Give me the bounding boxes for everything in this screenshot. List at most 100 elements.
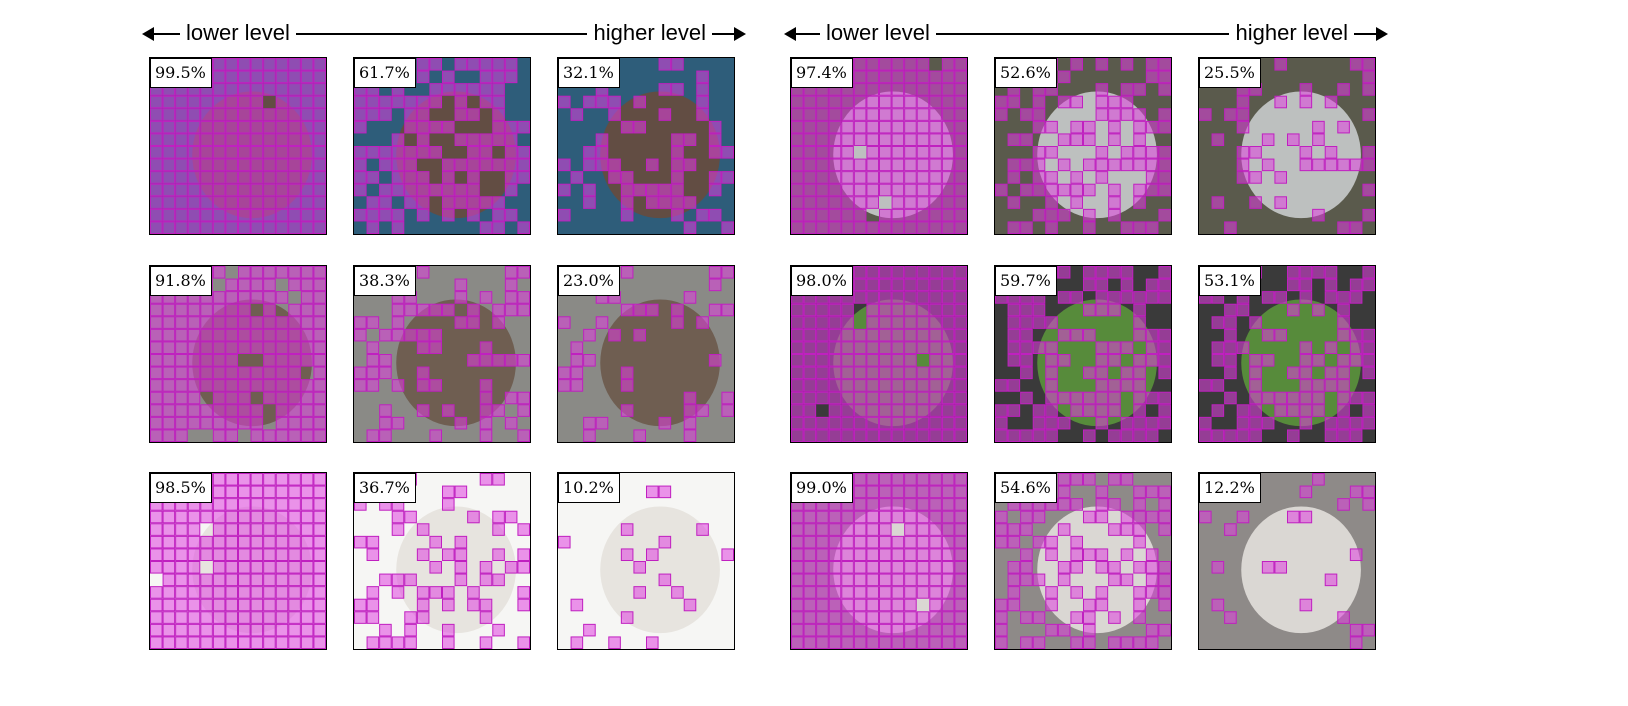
mask-patch: [1007, 523, 1021, 536]
mask-patch: [791, 523, 804, 536]
mask-patch: [904, 561, 917, 574]
mask-patch: [275, 535, 289, 549]
mask-patch: [879, 548, 892, 562]
mask-patch: [879, 485, 892, 499]
mask-patch: [696, 70, 709, 84]
mask-patch: [150, 510, 163, 524]
mask-patch: [1133, 316, 1146, 329]
mask-patch: [954, 354, 967, 367]
mask-patch: [791, 95, 804, 109]
mask-patch: [904, 341, 917, 355]
mask-patch: [954, 498, 967, 511]
mask-patch: [391, 328, 405, 342]
mask-patch: [212, 266, 226, 279]
mask-patch: [828, 120, 842, 134]
mask-patch: [995, 429, 1008, 442]
mask-patch: [1045, 535, 1058, 549]
mask-patch: [175, 416, 188, 430]
mask-patch: [1249, 379, 1262, 392]
mask-patch: [454, 485, 468, 499]
mask-patch: [1070, 498, 1084, 511]
mask-patch: [558, 379, 571, 392]
mask-patch: [187, 158, 201, 172]
mask-patch: [1324, 366, 1338, 380]
mask-patch: [671, 316, 684, 329]
mask-patch: [803, 366, 817, 380]
mask-patch: [517, 523, 530, 536]
mask-patch: [583, 623, 596, 637]
mask-patch: [492, 404, 505, 417]
mask-patch: [646, 196, 659, 209]
mask-patch: [250, 535, 264, 549]
mask-patch: [1211, 404, 1225, 417]
mask-patch: [263, 429, 276, 442]
mask-patch: [225, 485, 239, 499]
mask-patch: [1211, 598, 1225, 612]
mask-percent: 52.6%: [995, 58, 1057, 88]
mask-patch: [1020, 510, 1033, 524]
mask-patch: [570, 354, 584, 367]
mask-patch: [391, 133, 405, 147]
mask-patch: [853, 108, 867, 121]
mask-patch: [879, 58, 892, 71]
mask-patch: [816, 416, 829, 430]
mask-patch: [366, 379, 380, 392]
mask-patch: [313, 404, 326, 417]
mask-patch: [1261, 328, 1275, 342]
mask-patch: [671, 158, 684, 172]
mask-patch: [904, 498, 917, 511]
mask-patch: [416, 328, 430, 342]
mask-patch: [1032, 303, 1046, 317]
mask-patch: [916, 158, 930, 172]
mask-patch: [941, 70, 955, 84]
mask-patch: [517, 598, 530, 612]
mask-patch: [238, 611, 251, 624]
mask-patch: [1007, 573, 1021, 587]
mask-patch: [866, 108, 880, 121]
mask-patch: [175, 354, 188, 367]
mask-patch: [1070, 120, 1084, 134]
mask-patch: [916, 561, 930, 574]
mask-patch: [1083, 404, 1096, 417]
mask-patch: [200, 328, 213, 342]
mask-patch: [828, 548, 842, 562]
mask-patch: [1120, 416, 1134, 430]
mask-patch: [683, 429, 697, 442]
mask-patch: [995, 379, 1008, 392]
mask-patch: [225, 523, 239, 536]
mask-grid: [791, 266, 967, 442]
mask-patch: [442, 208, 455, 222]
mask-patch: [879, 623, 892, 637]
mask-grid: [354, 58, 530, 234]
mask-patch: [941, 133, 955, 147]
mask-patch: [275, 366, 289, 380]
mask-patch: [803, 636, 817, 649]
mask-patch: [150, 316, 163, 329]
mask-patch: [1312, 266, 1325, 279]
mask-patch: [313, 598, 326, 612]
mask-patch: [238, 133, 251, 147]
arrow-left-icon: [784, 27, 796, 41]
mask-patch: [995, 510, 1008, 524]
mask-patch: [238, 266, 251, 279]
mask-patch: [1020, 316, 1033, 329]
mask-patch: [1083, 429, 1096, 442]
mask-patch: [162, 535, 176, 549]
mask-patch: [250, 328, 264, 342]
mask-panel: 52.6%: [994, 57, 1172, 235]
mask-patch: [791, 171, 804, 184]
mask-grid: [995, 58, 1171, 234]
mask-patch: [1095, 341, 1109, 355]
mask-patch: [1299, 416, 1313, 430]
mask-patch: [904, 510, 917, 524]
mask-patch: [275, 266, 289, 279]
mask-patch: [791, 221, 804, 234]
mask-patch: [916, 316, 930, 329]
mask-patch: [354, 183, 367, 197]
mask-patch: [891, 316, 905, 329]
mask-patch: [879, 303, 892, 317]
mask-patch: [841, 146, 854, 159]
mask-patch: [904, 473, 917, 486]
mask-patch: [1337, 120, 1350, 134]
mask-patch: [162, 341, 176, 355]
